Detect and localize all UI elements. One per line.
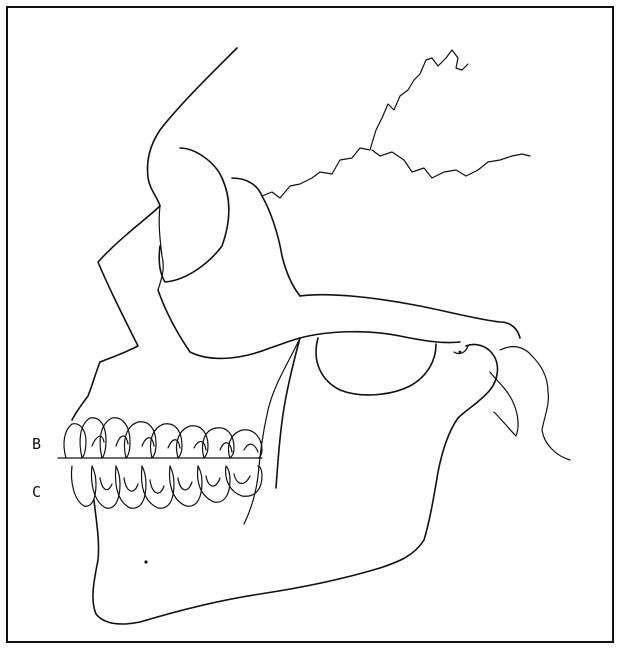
- label-lower: C: [32, 483, 41, 501]
- lower-tooth-inner: [100, 474, 250, 493]
- temporal-line: [232, 178, 300, 296]
- condyle-outline: [458, 344, 497, 418]
- lower-tooth: [226, 466, 262, 496]
- upper-tooth: [64, 424, 86, 458]
- ramus-anterior: [276, 338, 300, 488]
- coronoid-outline: [316, 338, 436, 395]
- zygomatic-arch-lower: [300, 332, 460, 343]
- mastoid-outline: [500, 347, 570, 460]
- mandible-lower-border: [93, 500, 380, 624]
- zygomatic-outline: [158, 290, 300, 358]
- nasal-bone-outline: [98, 206, 160, 362]
- articular-dot: [459, 351, 462, 354]
- ramus-posterior: [380, 418, 458, 568]
- lower-teeth: [72, 466, 263, 508]
- orbit-outline: [159, 148, 229, 282]
- zygomatic-arch-upper: [300, 295, 520, 338]
- upper-teeth: [64, 418, 262, 458]
- maxilla-anterior: [72, 362, 100, 420]
- mental-foramen-dot: [144, 560, 147, 563]
- label-upper: B: [32, 435, 41, 453]
- cranial-base-outline-2: [372, 150, 530, 178]
